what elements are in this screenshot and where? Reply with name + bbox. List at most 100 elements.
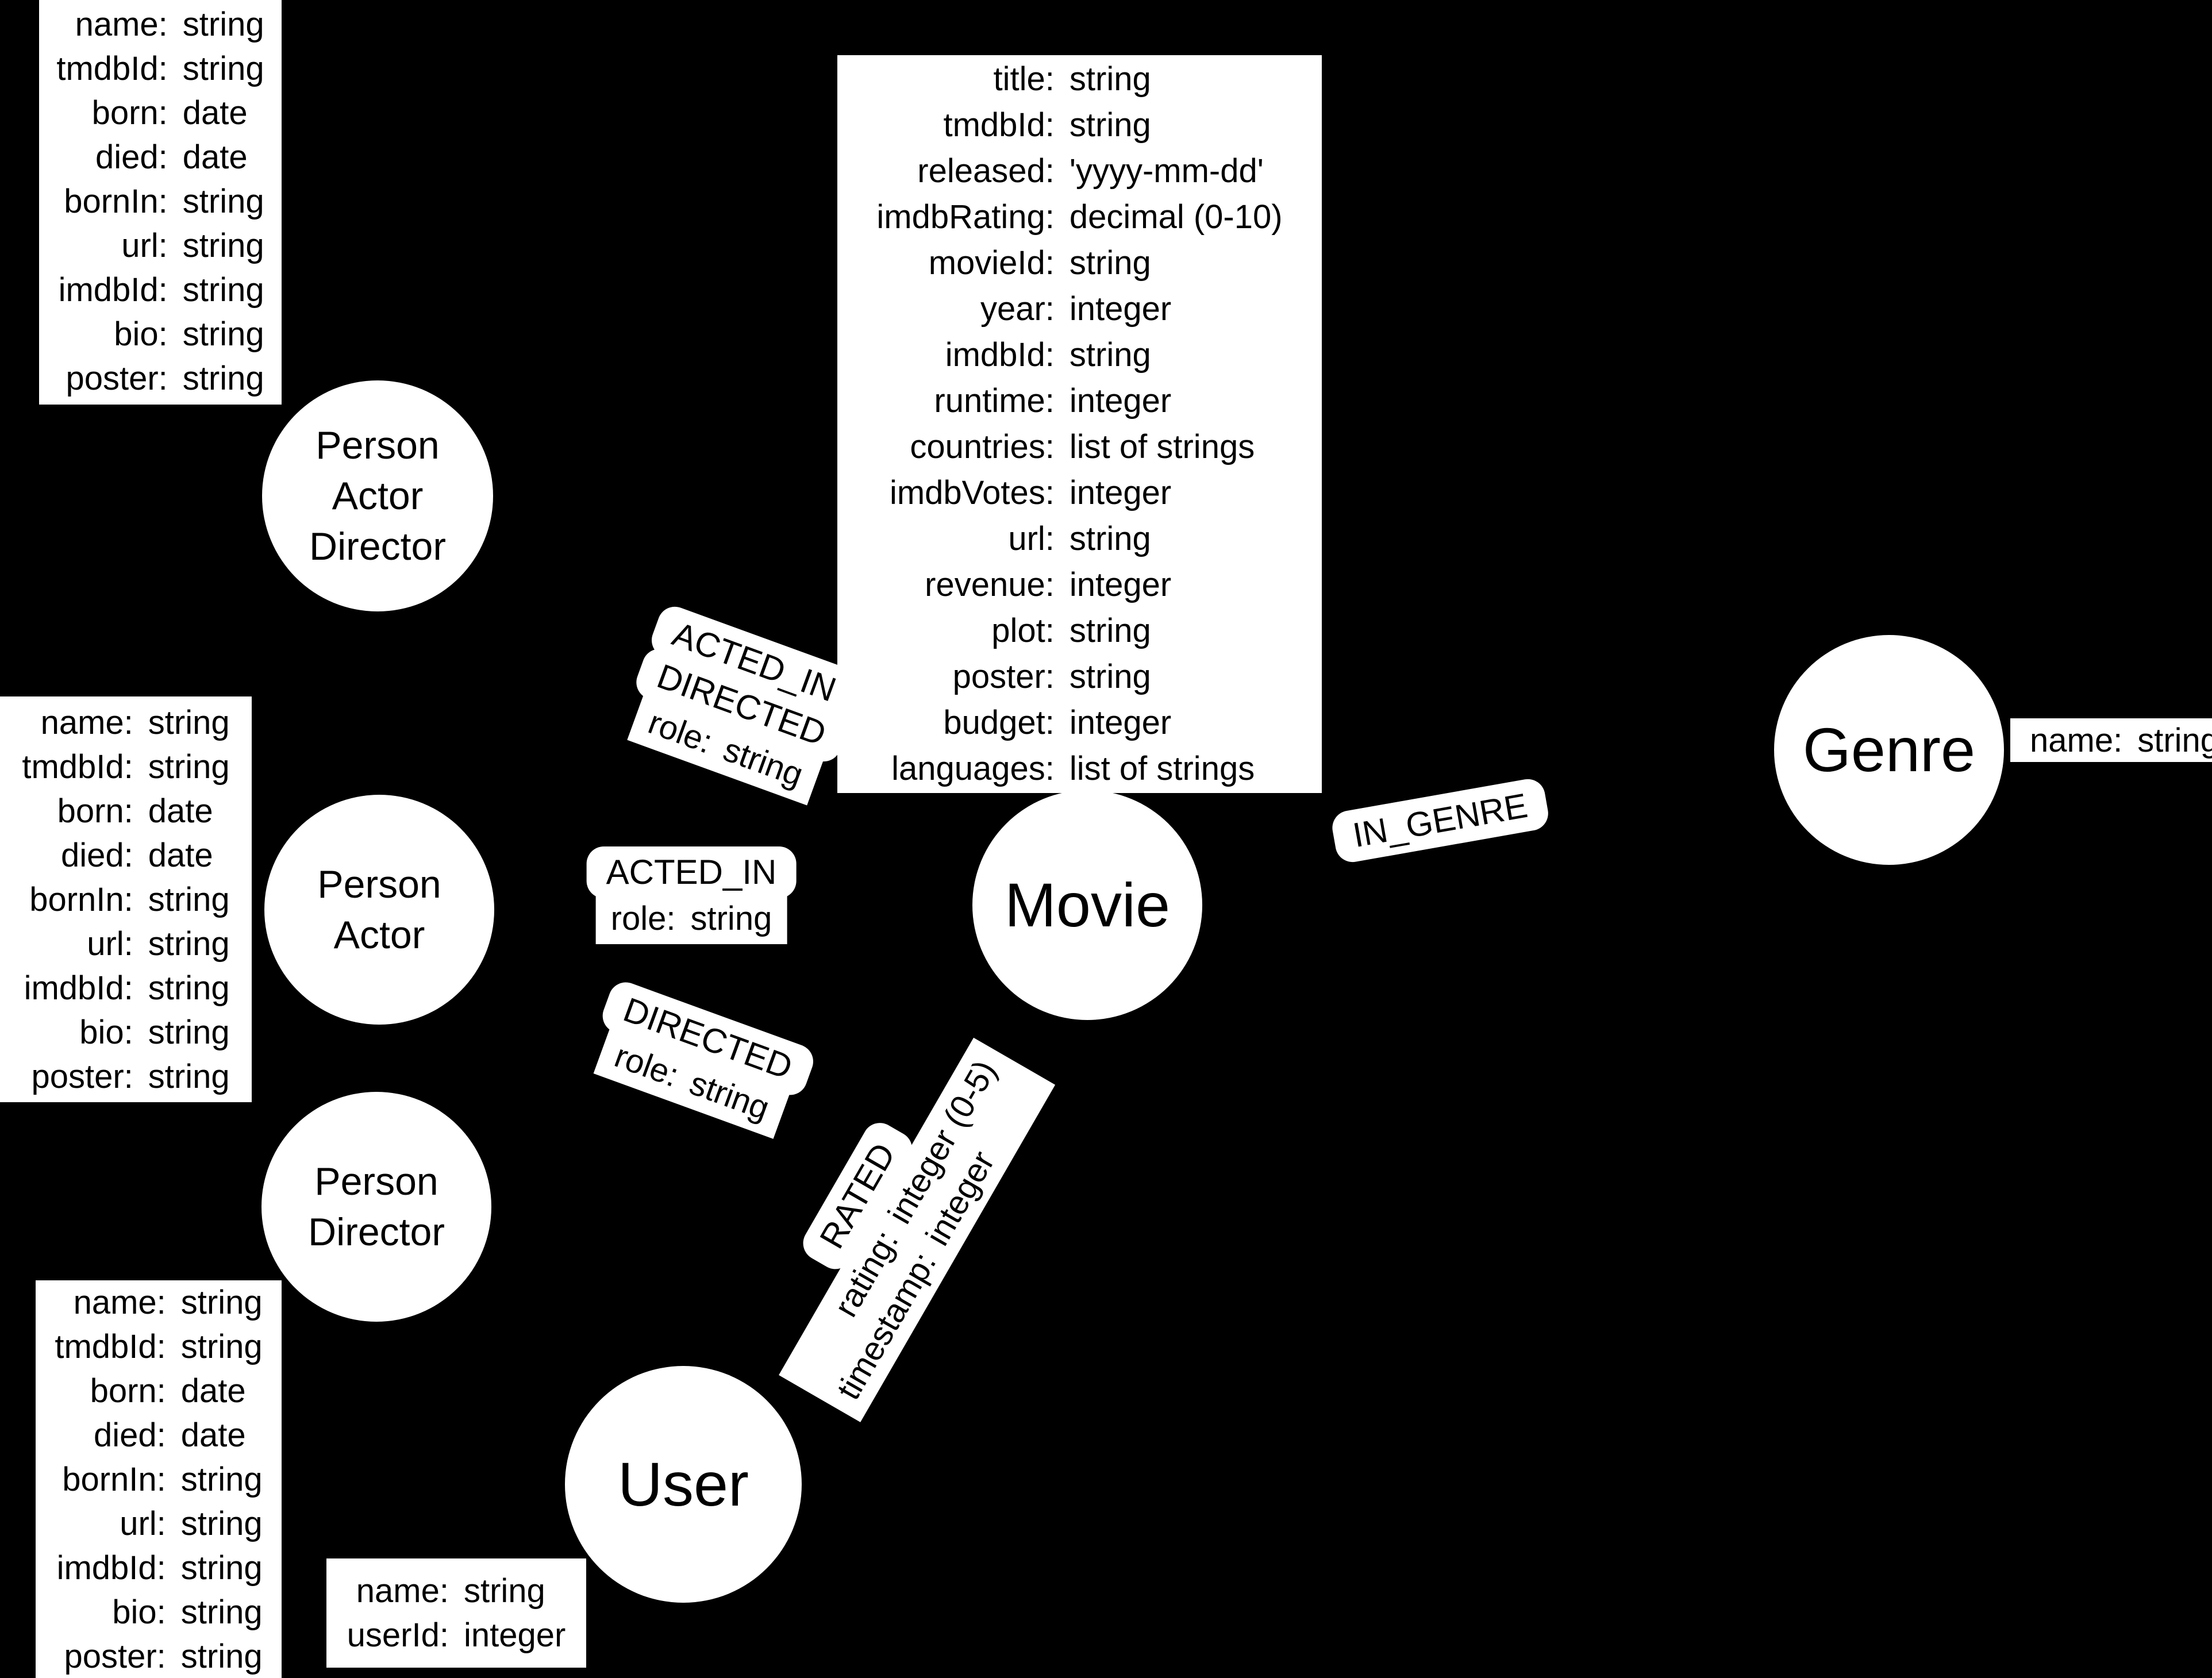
property-name: tmdbId: xyxy=(55,1327,166,1365)
property-value: string xyxy=(180,1283,263,1321)
node-genre[interactable]: Genre xyxy=(1774,635,2004,865)
property-name: languages: xyxy=(891,750,1055,787)
property-value: integer xyxy=(1069,290,1172,328)
property-value: date xyxy=(180,1416,246,1454)
node-user[interactable]: User xyxy=(565,1366,802,1603)
property-value: string xyxy=(180,1327,263,1365)
property-list: name: string tmdbId: string born: date d… xyxy=(22,701,229,1099)
relationship-label-acted-in[interactable]: ACTED_IN role: string xyxy=(586,846,797,944)
relationship-types: IN_GENRE xyxy=(1329,776,1551,865)
node-label: Director xyxy=(307,1210,445,1254)
property-value: date xyxy=(182,94,248,132)
node-label: Person xyxy=(316,424,440,467)
property-name: url: xyxy=(121,226,168,264)
property-box-movie: title: string tmdbId: string released: '… xyxy=(837,55,1322,793)
property-value: string xyxy=(182,226,264,264)
property-box-person-director: name: string tmdbId: string born: date d… xyxy=(36,1280,282,1678)
property-name: imdbId: xyxy=(58,271,168,309)
property-value: string xyxy=(148,1057,230,1095)
relationship-types: ACTED_IN xyxy=(586,846,797,898)
property-value: string xyxy=(148,925,230,963)
property-value: decimal (0-10) xyxy=(1069,198,1283,236)
property-value: string xyxy=(148,1013,230,1051)
node-label: User xyxy=(617,1449,749,1519)
property-value: string xyxy=(182,315,264,353)
property-name: born: xyxy=(90,1372,166,1410)
property-value: string xyxy=(148,880,230,918)
property-name: bornIn: xyxy=(62,1460,166,1498)
property-value: string xyxy=(180,1593,263,1631)
node-labels: Genre xyxy=(1803,716,1975,784)
property-name: movieId: xyxy=(928,244,1055,282)
property-value: string xyxy=(1069,658,1151,695)
node-label: Person xyxy=(314,1160,438,1203)
property-name: died: xyxy=(94,1416,166,1454)
property-value: string xyxy=(463,1572,545,1610)
property-value: string xyxy=(182,182,264,220)
property-value: date xyxy=(180,1372,246,1410)
property-value: string xyxy=(180,1460,263,1498)
property-value: list of strings xyxy=(1069,750,1255,787)
property-name: name: xyxy=(40,703,133,741)
property-value: string xyxy=(1069,612,1151,649)
property-value: string xyxy=(148,969,230,1007)
property-name: role: xyxy=(610,900,676,937)
property-value: integer xyxy=(463,1617,566,1654)
property-list: name: string userId: integer xyxy=(347,1569,566,1657)
property-value: integer xyxy=(1069,566,1172,603)
property-list: title: string tmdbId: string released: '… xyxy=(876,56,1282,792)
property-box-person-actor-director: name: string tmdbId: string born: date d… xyxy=(39,0,282,405)
property-name: imdbId: xyxy=(56,1549,166,1587)
property-name: poster: xyxy=(66,359,168,397)
property-value: string xyxy=(1069,520,1151,557)
node-label: Movie xyxy=(1004,870,1171,940)
relationship-type-pill: IN_GENRE xyxy=(1329,776,1551,865)
property-name: countries: xyxy=(910,428,1055,465)
property-value: date xyxy=(182,138,248,176)
property-box-genre: name: string xyxy=(2010,718,2212,762)
property-name: imdbId: xyxy=(24,969,133,1007)
property-name: born: xyxy=(91,94,168,132)
property-value: string xyxy=(182,271,264,309)
property-value: integer xyxy=(1069,704,1172,741)
property-name: runtime: xyxy=(934,382,1055,420)
property-value: list of strings xyxy=(1069,428,1255,465)
property-value: string xyxy=(182,49,264,87)
property-name: imdbId: xyxy=(945,336,1055,374)
property-value: string xyxy=(180,1637,263,1675)
property-value: string xyxy=(690,900,772,937)
node-movie[interactable]: Movie xyxy=(972,790,1202,1020)
property-value: string xyxy=(182,5,264,43)
property-name: bio: xyxy=(79,1013,133,1051)
property-value: string xyxy=(148,748,230,786)
property-name: url: xyxy=(1008,520,1055,557)
property-box-person-actor: name: string tmdbId: string born: date d… xyxy=(0,696,252,1102)
property-value: string xyxy=(148,703,230,741)
property-box-user: name: string userId: integer xyxy=(326,1558,586,1668)
property-value: string xyxy=(180,1504,263,1542)
node-label: Director xyxy=(309,525,447,568)
property-list: name: string tmdbId: string born: date d… xyxy=(55,1280,262,1678)
property-value: date xyxy=(148,836,213,874)
property-value: string xyxy=(1069,106,1151,144)
property-name: bio: xyxy=(114,315,168,353)
property-name: tmdbId: xyxy=(943,106,1055,144)
relationship-label-directed[interactable]: DIRECTED role: string xyxy=(582,977,818,1143)
property-name: bio: xyxy=(112,1593,166,1631)
property-name: url: xyxy=(87,925,133,963)
property-value: integer xyxy=(1069,382,1172,420)
relationship-label-in-genre[interactable]: IN_GENRE xyxy=(1329,776,1551,865)
property-name: tmdbId: xyxy=(56,49,168,87)
node-labels: User xyxy=(618,1450,749,1518)
property-list: name: string tmdbId: string born: date d… xyxy=(56,2,264,401)
property-name: budget: xyxy=(943,704,1055,741)
property-value: 'yyyy-mm-dd' xyxy=(1069,152,1264,190)
property-name: poster: xyxy=(31,1057,133,1095)
